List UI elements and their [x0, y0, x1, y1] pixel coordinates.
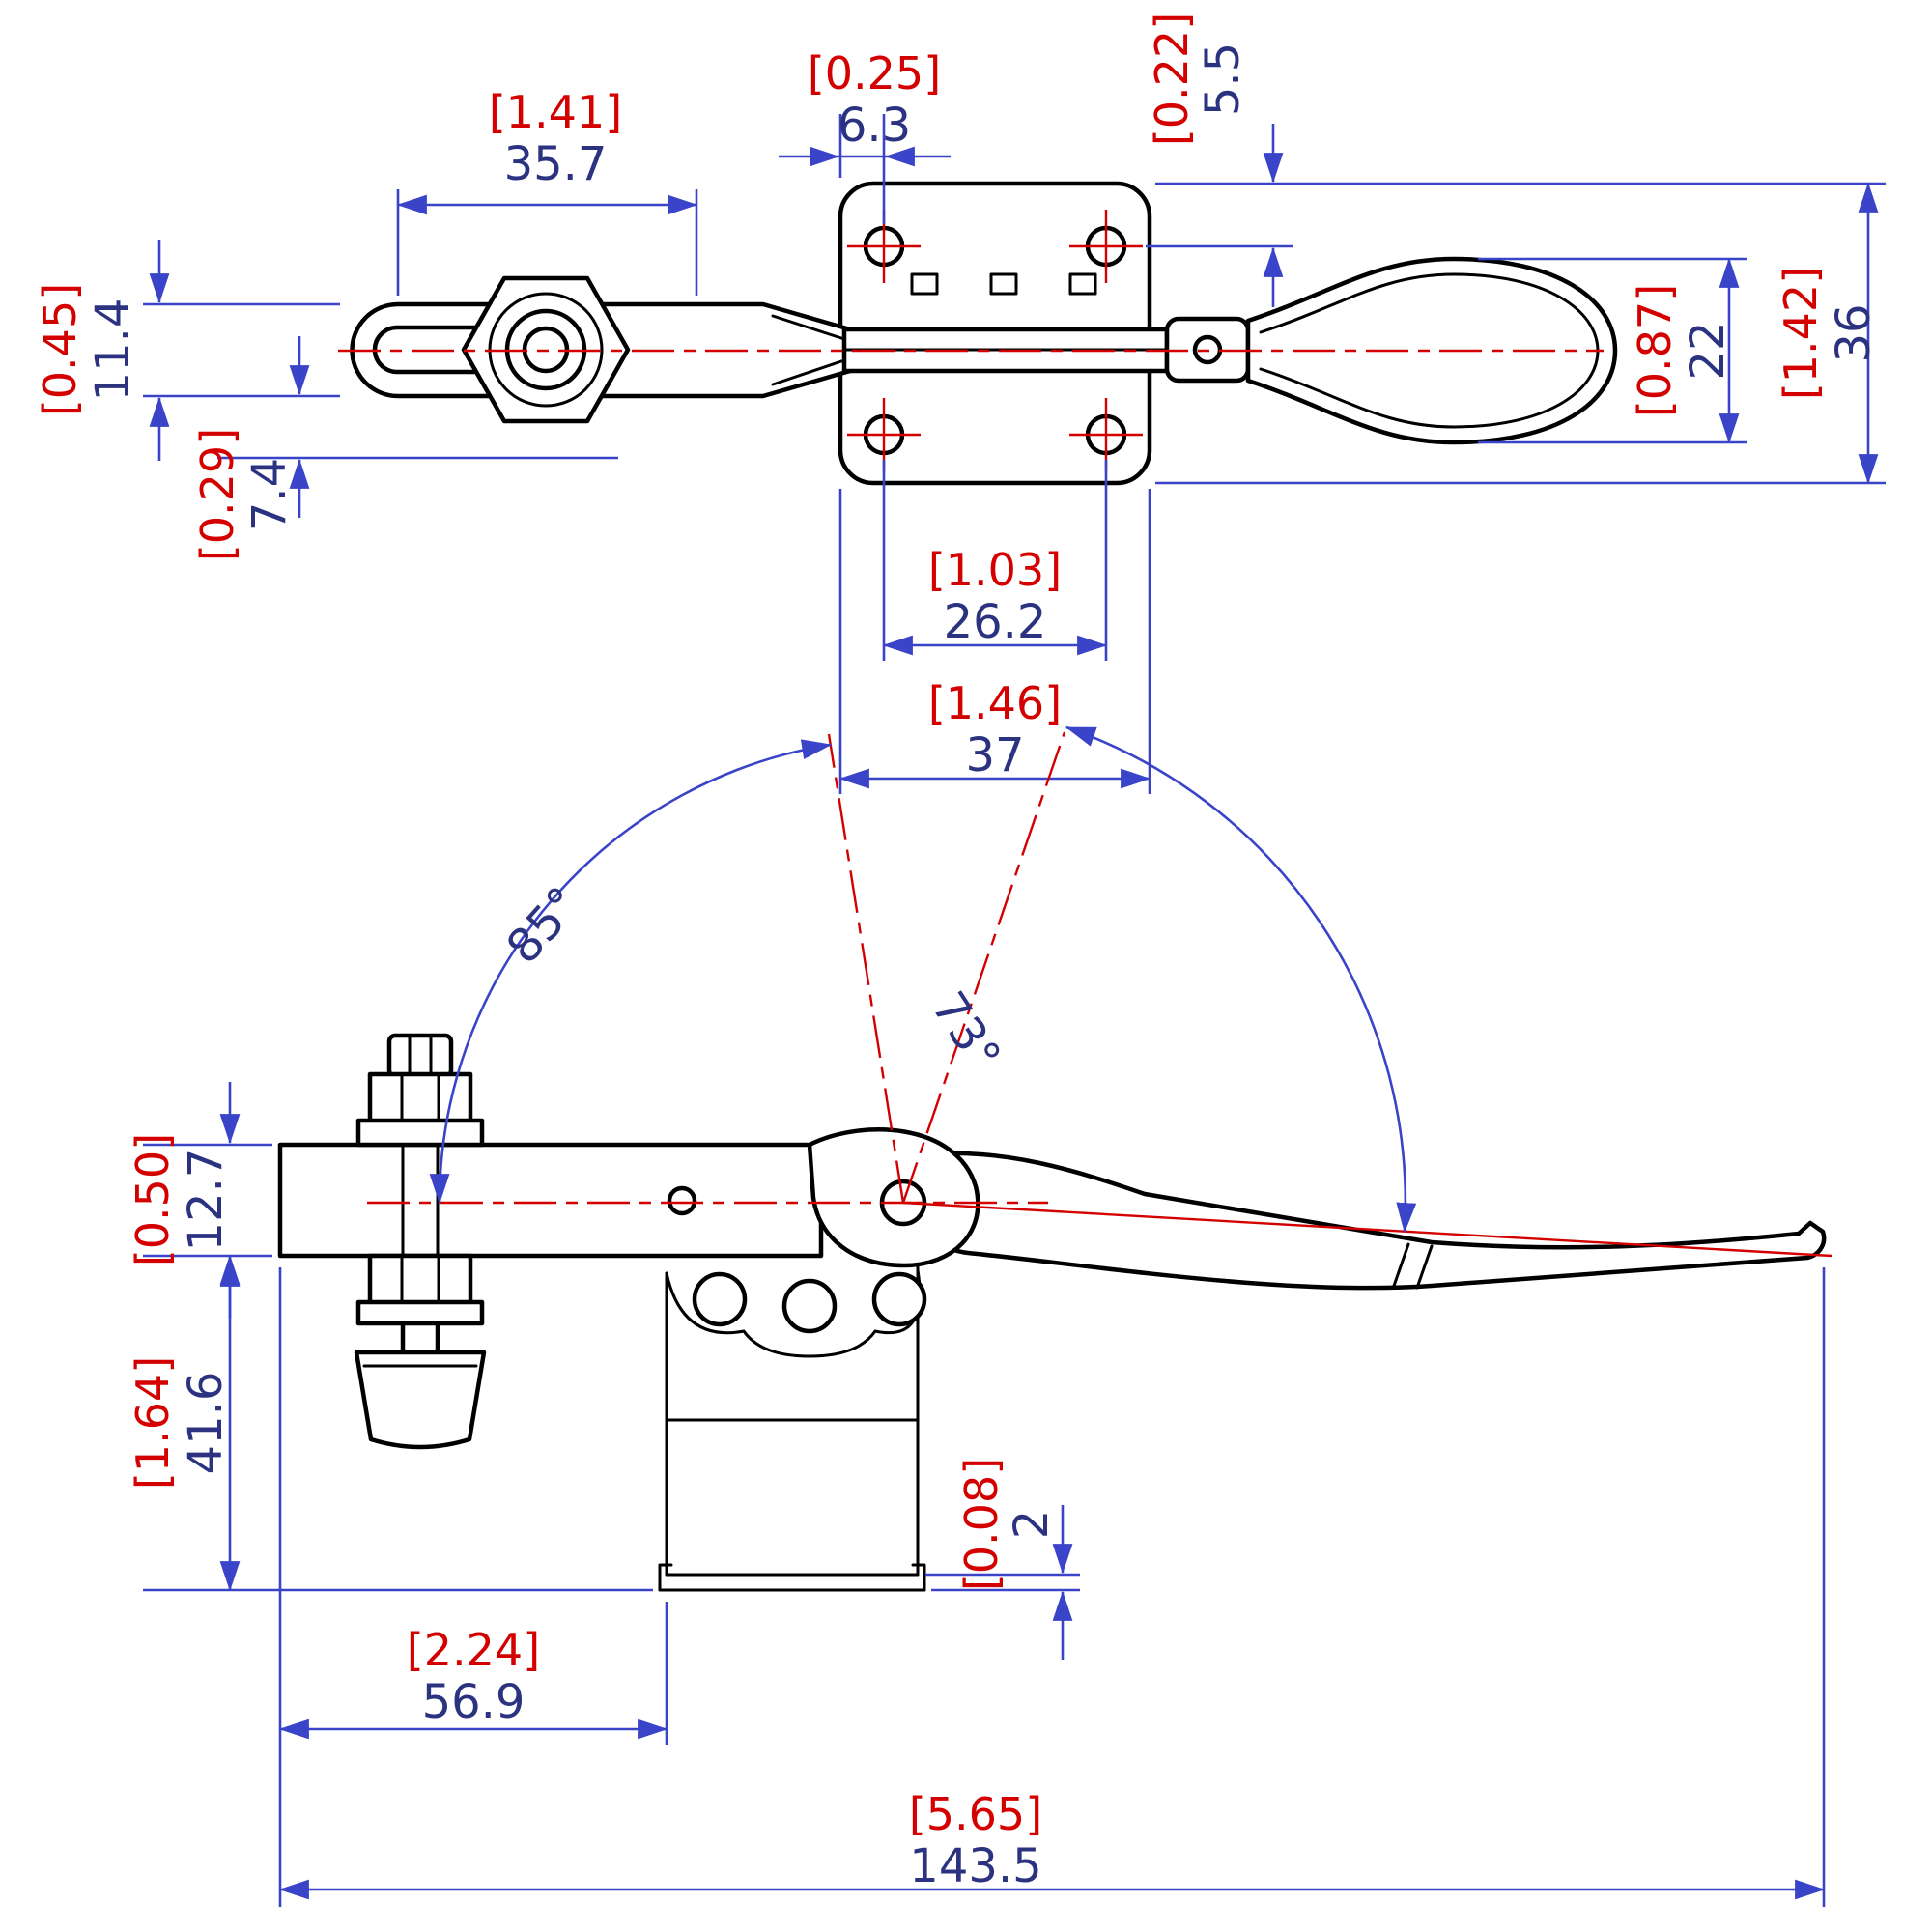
linkage-pin — [871, 1271, 927, 1327]
bar-fork-edges — [771, 314, 846, 386]
handle-grip — [1245, 256, 1618, 445]
rubber-tip — [354, 1350, 487, 1450]
spindle-rod — [400, 1321, 440, 1357]
plate-relief-slot — [910, 272, 939, 296]
dim-inch-label: [0.87] — [1629, 284, 1681, 417]
clamp-bar-side — [277, 1142, 824, 1259]
dim-inch-label: [1.41] — [489, 86, 622, 138]
spindle-washer-top — [355, 1118, 485, 1148]
dim-inch-label: [0.25] — [808, 47, 941, 99]
dim-bar-plate-offset: [0.29] 7.4 — [191, 336, 618, 561]
top-view: [1.41] 35.7 [0.25] 6.3 [0.22] 5.5 — [34, 13, 1886, 794]
plate-relief-slot — [1068, 272, 1097, 296]
dim-mm-label: 7.4 — [242, 458, 297, 531]
dim-handle-width: [0.87] 22 — [1478, 257, 1747, 444]
dim-mm-label: 41.6 — [179, 1372, 233, 1475]
dim-mm-label: 11.4 — [86, 298, 140, 402]
dim-hole-spacing: [1.03] 26.2 — [882, 460, 1108, 661]
linkage-pin — [692, 1271, 748, 1327]
dim-base-thickness: [0.08] 2 — [925, 1458, 1080, 1660]
angle-reference-line — [827, 733, 905, 1204]
angle-arc — [1065, 725, 1417, 1234]
handle-lever — [914, 1151, 1827, 1291]
dim-mm-label: 26.2 — [944, 595, 1047, 649]
dim-plate-width: [1.46] 37 — [838, 489, 1151, 794]
dim-inch-label: [1.03] — [928, 544, 1062, 596]
dim-overall-length: [5.65] 143.5 — [278, 1267, 1826, 1907]
linkage-pin — [781, 1278, 838, 1334]
grip-boundary-line — [1392, 1242, 1410, 1288]
dim-bar-reach: [2.24] 56.9 — [278, 1267, 668, 1745]
dim-mm-label: 2 — [1005, 1510, 1059, 1540]
dim-mm-label: 12.7 — [179, 1149, 233, 1252]
dim-bar-height: [0.50] 12.7 — [127, 1082, 272, 1319]
spindle-bolt-head — [386, 1033, 454, 1079]
arm-hole — [667, 1185, 697, 1216]
dim-hole-offset-v: [0.22] 5.5 — [1146, 13, 1293, 307]
dim-base-height: [1.64] 41.6 — [127, 1254, 653, 1592]
dim-inch-label: [1.64] — [127, 1356, 179, 1490]
dim-mm-label: 22 — [1681, 321, 1735, 380]
angle-label: 85° — [497, 877, 592, 975]
dim-inch-label: [0.22] — [1146, 13, 1198, 146]
side-view: 85° 73° [0.50] 12.7 [1.64] 41.6 — [127, 725, 1833, 1907]
dim-mm-label: 36 — [1827, 303, 1881, 362]
dim-inch-label: [2.24] — [407, 1624, 540, 1676]
hole-center-marks — [847, 210, 1143, 471]
dim-hole-offset-h: [0.25] 6.3 — [779, 47, 951, 224]
dim-bar-width: [0.45] 11.4 — [34, 240, 340, 461]
angle-arc — [429, 739, 833, 1205]
base-lip-right — [911, 1563, 926, 1592]
spindle-washer-bottom — [355, 1299, 485, 1326]
angle-reference-line — [901, 731, 1066, 1204]
grip-boundary-line — [1415, 1244, 1434, 1290]
dim-overall-width: [1.42] 36 — [1155, 182, 1886, 485]
dim-inch-label: [0.50] — [127, 1133, 179, 1266]
dim-mm-label: 56.9 — [422, 1675, 526, 1729]
angle-label: 73° — [921, 982, 1010, 1081]
dim-arm-length: [1.41] 35.7 — [396, 86, 698, 296]
dim-mm-label: 37 — [965, 728, 1024, 782]
dim-inch-label: [0.45] — [34, 283, 86, 416]
dim-mm-label: 35.7 — [504, 137, 608, 191]
plate-relief-slot — [989, 272, 1018, 296]
dim-mm-label: 5.5 — [1196, 43, 1250, 116]
dim-inch-label: [0.08] — [955, 1458, 1008, 1591]
angle-85: 85° — [429, 739, 833, 1205]
dim-inch-label: [1.42] — [1775, 267, 1827, 400]
dim-mm-label: 143.5 — [909, 1839, 1041, 1893]
dim-inch-label: [5.65] — [909, 1788, 1042, 1840]
base-lip-left — [658, 1563, 673, 1592]
dim-inch-label: [0.29] — [191, 428, 243, 561]
dim-mm-label: 6.3 — [838, 99, 911, 153]
spindle-nut-bottom — [367, 1253, 473, 1307]
dim-inch-label: [1.46] — [928, 677, 1062, 729]
linkage-plate-edge — [665, 1268, 922, 1358]
